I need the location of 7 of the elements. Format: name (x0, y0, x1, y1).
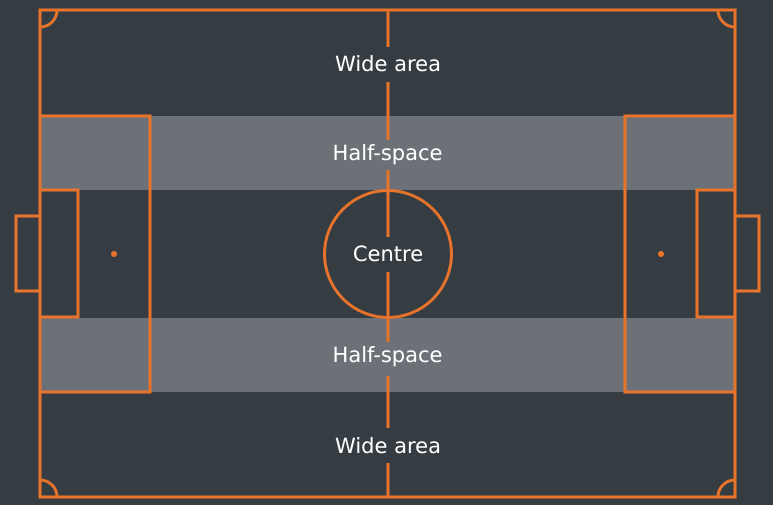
zone-label: Centre (352, 242, 424, 266)
zone-label: Wide area (335, 434, 441, 458)
half-space-band (40, 318, 735, 392)
zone-label: Half-space (332, 141, 442, 165)
zone-label: Half-space (332, 343, 442, 367)
zone-label: Wide area (335, 52, 441, 76)
half-space-band (40, 116, 735, 190)
